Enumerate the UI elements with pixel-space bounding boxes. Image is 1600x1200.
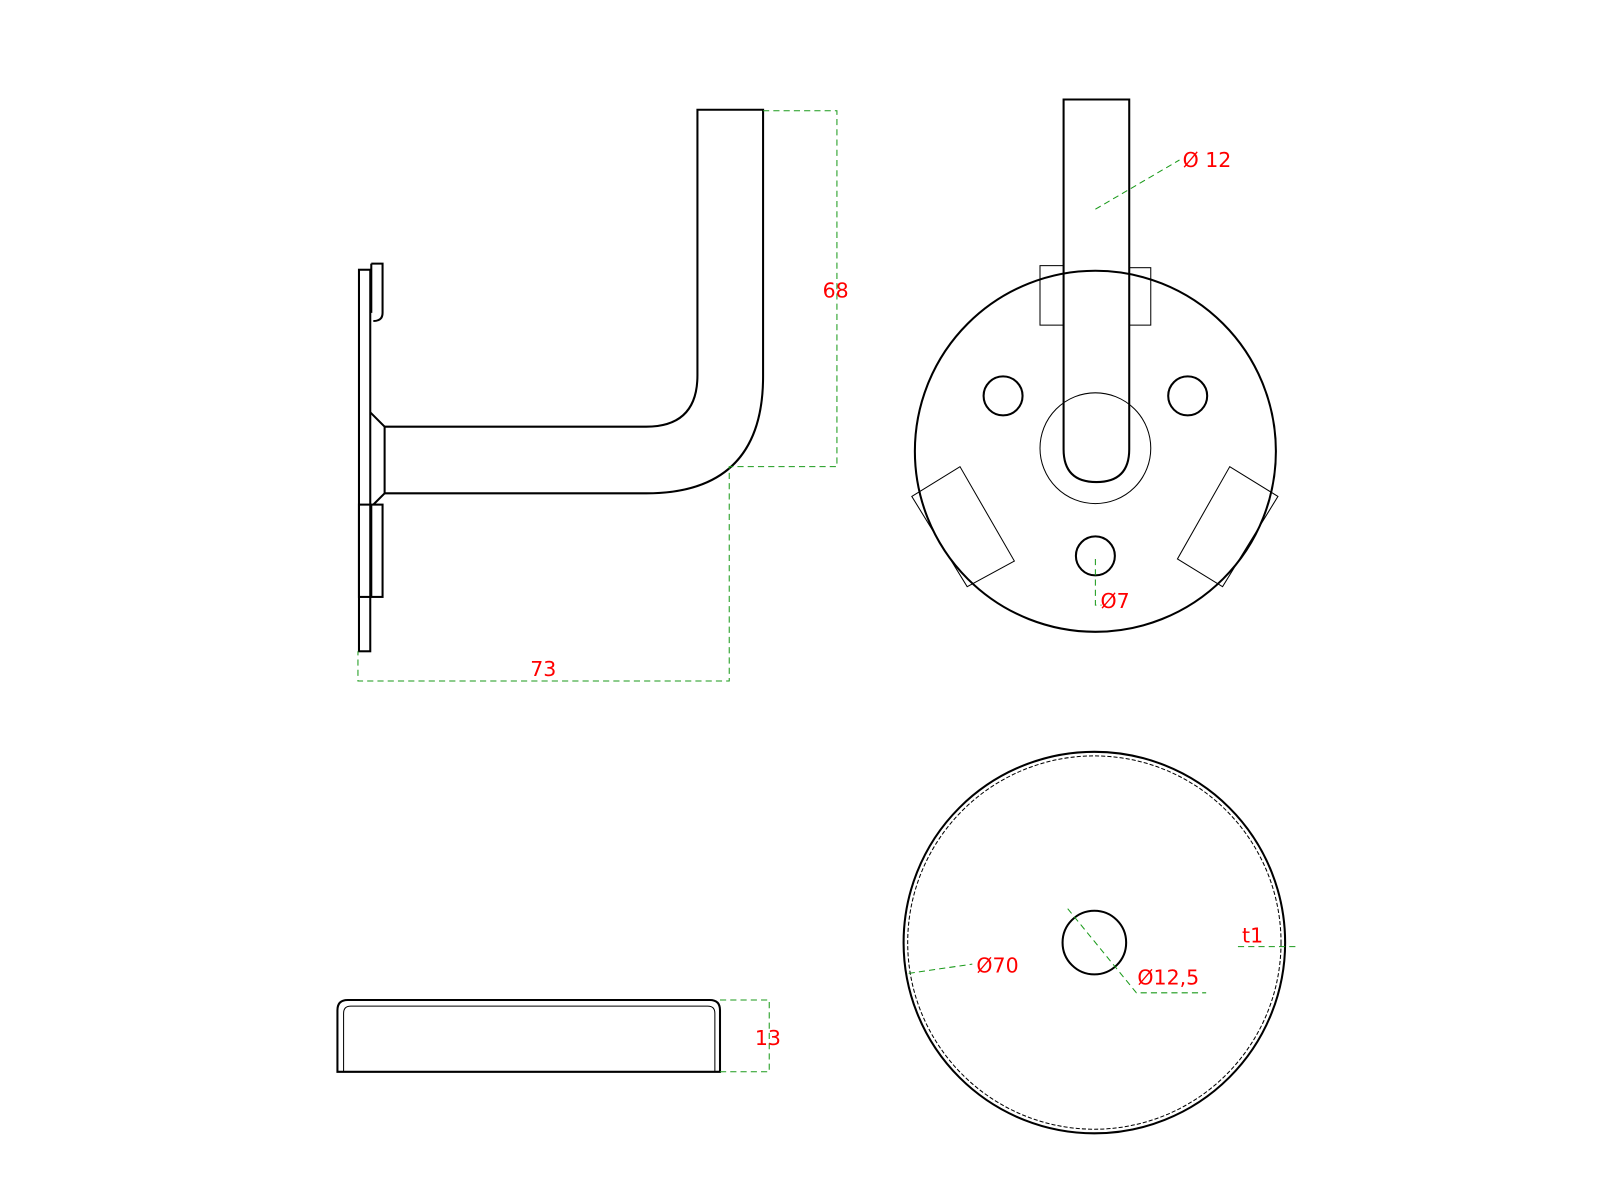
cap-side-view: 13 <box>336 998 781 1073</box>
bracket-side-view <box>357 108 765 653</box>
cap-hole-diameter-label: Ø12,5 <box>1137 966 1199 990</box>
length-dimension-label: 73 <box>530 657 556 681</box>
bracket-front-view <box>911 98 1279 633</box>
hole-diameter-label: Ø7 <box>1101 589 1130 613</box>
thickness-label: t1 <box>1242 924 1263 948</box>
cap-height-label: 13 <box>755 1026 781 1050</box>
cap-top-view: Ø70 Ø12,5 t1 <box>902 750 1296 1135</box>
tube-diameter-label: Ø 12 <box>1183 148 1232 172</box>
height-dimension-label: 68 <box>823 278 849 302</box>
outer-diameter-label: Ø70 <box>976 953 1018 977</box>
side-view-dimensions: 68 73 <box>357 110 849 682</box>
front-view-dimensions: Ø 12 Ø7 <box>1094 148 1232 613</box>
